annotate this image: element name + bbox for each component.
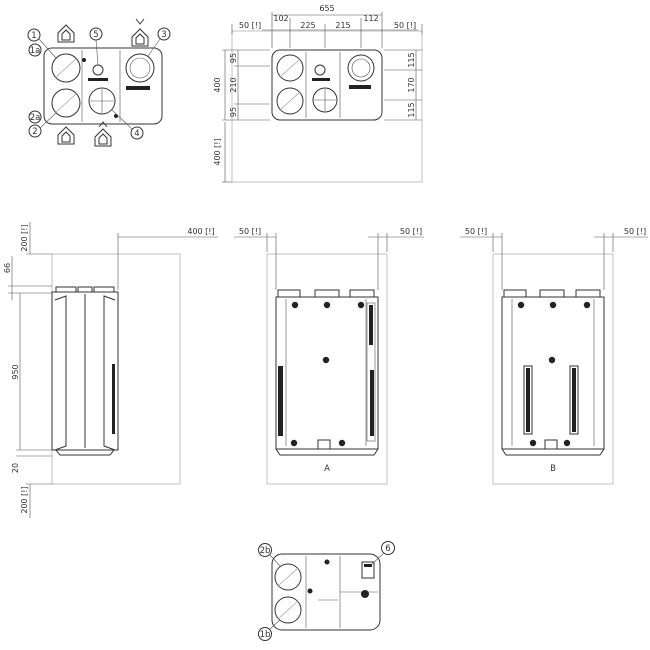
dim-left-clear: 50 [!]	[239, 21, 261, 30]
port-2	[51, 88, 81, 118]
dim-left-95b: 95	[229, 107, 238, 117]
front-a-label: A	[324, 464, 330, 474]
dim-left-95: 95	[229, 53, 238, 63]
dim-b-right-clear: 50 [!]	[624, 227, 646, 236]
dim-seg-112: 112	[363, 14, 378, 23]
front-view-a: 50 [!] 50 [!] A	[234, 227, 424, 485]
house-supply-icon	[131, 18, 149, 47]
port-4	[88, 87, 116, 115]
callout-4: 4	[134, 129, 139, 139]
callout-1a: 1a	[30, 46, 41, 56]
dim-seg-225: 225	[300, 21, 315, 30]
callout-5: 5	[93, 30, 98, 40]
top-view-dimensioned: 655 50 [!] 102 225 215 112 50 [!] 400 95…	[213, 4, 423, 183]
dim-side-950: 950	[11, 364, 20, 379]
front-a-clearance-zone	[266, 253, 388, 485]
dim-left-210: 210	[229, 77, 238, 92]
dim-side-bottom-clear: 200 [!]	[20, 486, 29, 513]
callout-3: 3	[161, 30, 166, 40]
callout-6: 6	[385, 544, 390, 554]
house-outdoor-icon	[57, 126, 75, 145]
port-5	[92, 64, 104, 76]
callout-1: 1	[31, 31, 36, 41]
dim-right-115: 115	[407, 52, 416, 67]
dim-side-20: 20	[11, 463, 20, 473]
front-b-body	[501, 296, 605, 450]
dim-side-right-clear: 400 [!]	[187, 227, 214, 236]
bottom-view: 2b 1b 6	[258, 541, 395, 641]
clearance-zone	[231, 30, 423, 183]
unit-outline	[43, 47, 163, 125]
dim-side-top-clear: 200 [!]	[20, 224, 29, 251]
front-b-label: B	[550, 464, 556, 474]
callout-1b: 1b	[260, 630, 271, 640]
dim-a-right-clear: 50 [!]	[400, 227, 422, 236]
dim-right-clear: 50 [!]	[394, 21, 416, 30]
dim-a-left-clear: 50 [!]	[239, 227, 261, 236]
front-a-body	[275, 296, 379, 450]
callout-2a: 2a	[30, 113, 41, 123]
dim-b-left-clear: 50 [!]	[465, 227, 487, 236]
dim-right-170: 170	[407, 77, 416, 92]
dim-seg-215: 215	[335, 21, 350, 30]
side-view: 200 [!] 66 950 20 200 [!] 400 [!]	[3, 222, 218, 518]
callout-2b: 2b	[260, 546, 271, 556]
house-exhaust-icon	[57, 24, 75, 43]
dim-side-66: 66	[3, 263, 12, 273]
front-b-clearance-zone	[492, 253, 614, 485]
port-3	[125, 53, 155, 83]
dim-front-clear: 400 [!]	[213, 138, 222, 165]
front-view-b: 50 [!] 50 [!] B	[460, 227, 648, 485]
dim-overall-width: 655	[319, 4, 334, 13]
dim-right-115b: 115	[407, 102, 416, 117]
dim-depth-400: 400	[213, 77, 222, 92]
unit-outline-top	[271, 49, 383, 121]
callout-2: 2	[32, 127, 37, 137]
bottom-unit-outline	[271, 553, 381, 631]
house-extract-icon	[94, 121, 112, 147]
top-view-callouts: 1 1a 2a 2 5 3 4	[27, 18, 171, 147]
dim-seg-102: 102	[273, 14, 288, 23]
port-1	[51, 53, 81, 83]
